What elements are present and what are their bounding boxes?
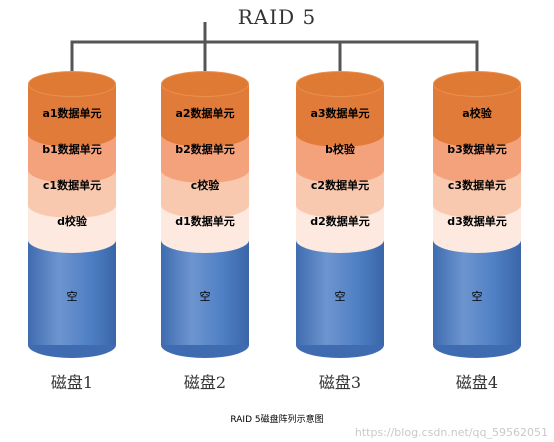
disk-segment xyxy=(161,84,249,147)
segment-label: c1数据单元 xyxy=(43,178,101,192)
segment-label: d2数据单元 xyxy=(310,214,370,228)
disk-segment xyxy=(28,84,116,147)
disk-label: 磁盘4 xyxy=(456,373,498,392)
empty-label: 空 xyxy=(67,289,78,303)
connector-bus xyxy=(70,40,479,74)
disk-empty-section xyxy=(433,240,521,345)
disk-segment xyxy=(296,134,384,183)
disk-segment xyxy=(28,205,116,253)
disk-segment xyxy=(296,170,384,218)
segment-label: d3数据单元 xyxy=(447,214,507,228)
disk-segment xyxy=(433,170,521,218)
empty-label: 空 xyxy=(335,289,346,303)
segment-label: a1数据单元 xyxy=(42,106,101,120)
disk-empty-section xyxy=(28,240,116,345)
disk-empty-section xyxy=(296,240,384,345)
disk-segment xyxy=(161,170,249,218)
disk-top-cap-inner xyxy=(29,72,115,96)
segment-label: b2数据单元 xyxy=(175,142,235,156)
disk-top-cap-inner xyxy=(297,72,383,96)
disk-segment xyxy=(161,205,249,253)
disk-segment xyxy=(296,205,384,253)
disk-segment xyxy=(433,205,521,253)
disk-label: 磁盘1 xyxy=(51,373,93,392)
connector-lines xyxy=(70,22,479,74)
empty-label: 空 xyxy=(200,289,211,303)
disk-segment xyxy=(433,134,521,183)
segment-label: c3数据单元 xyxy=(448,178,506,192)
disk-segment xyxy=(161,134,249,183)
watermark: https://blog.csdn.net/qq_59562051 xyxy=(355,426,548,439)
disk-top-cap-inner xyxy=(162,72,248,96)
disk-segment xyxy=(28,170,116,218)
empty-label: 空 xyxy=(472,289,483,303)
disk-segment xyxy=(296,84,384,147)
segment-label: d校验 xyxy=(57,214,88,228)
disk-label: 磁盘3 xyxy=(319,373,361,392)
segment-label: a2数据单元 xyxy=(175,106,234,120)
diagram-caption: RAID 5磁盘阵列示意图 xyxy=(230,413,323,425)
disk-empty-section xyxy=(161,240,249,345)
segment-label: a校验 xyxy=(462,106,492,120)
disk-top-cap-inner xyxy=(434,72,520,96)
segment-label: b校验 xyxy=(325,142,356,156)
disk-label: 磁盘2 xyxy=(184,373,226,392)
segment-label: c校验 xyxy=(191,178,221,192)
segment-label: a3数据单元 xyxy=(310,106,369,120)
diagram-title: RAID 5 xyxy=(238,5,317,29)
segment-label: b1数据单元 xyxy=(42,142,102,156)
segment-label: b3数据单元 xyxy=(447,142,507,156)
segment-label: d1数据单元 xyxy=(175,214,235,228)
disk-segment xyxy=(28,134,116,183)
segment-label: c2数据单元 xyxy=(311,178,369,192)
disk-segment xyxy=(433,84,521,147)
